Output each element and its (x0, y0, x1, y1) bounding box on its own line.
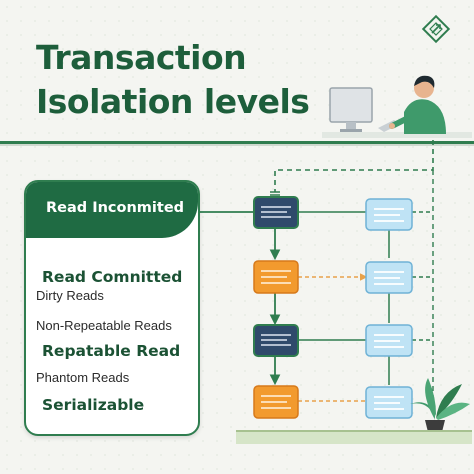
primary-node-4 (253, 385, 299, 419)
secondary-node-3 (365, 324, 413, 357)
secondary-node-1 (365, 198, 413, 231)
plant-leaf-4 (425, 378, 436, 418)
secondary-node-4 (365, 386, 413, 419)
developer-hand (389, 123, 395, 129)
plant-leaf-2 (436, 384, 462, 418)
legend-item-read-committed: Read Comnitted (42, 268, 183, 286)
legend-item-repeatable-read: Repatable Read (42, 342, 181, 360)
monitor-stand (346, 122, 356, 130)
primary-node-1 (253, 196, 299, 229)
desk-top (322, 132, 472, 138)
isolation-legend-card: Read Inconmited Read Comnitted Dirty Rea… (24, 180, 200, 436)
title-line-2: Isolation levels (36, 82, 310, 121)
developer-hair (414, 75, 435, 88)
header-divider (0, 141, 474, 144)
primary-node-3 (253, 324, 299, 357)
legend-header-title: Read Inconmited (46, 200, 185, 216)
legend-item-non-repeatable-reads: Non-Repeatable Reads (36, 318, 172, 333)
primary-node-2 (253, 260, 299, 294)
developer-shirt (404, 99, 446, 134)
link-tick (270, 191, 280, 196)
developer-at-computer-illustration (322, 75, 472, 138)
page-title: Transaction Isolation levels (36, 36, 310, 124)
plant-pot (425, 420, 445, 432)
ground-shelf (236, 430, 472, 444)
title-line-1: Transaction (36, 38, 247, 77)
monitor (329, 87, 373, 123)
developer-link (274, 140, 434, 192)
header-divider-shadow (0, 144, 474, 146)
legend-item-phantom-reads: Phantom Reads (36, 370, 130, 385)
potted-plant-illustration (410, 378, 470, 432)
secondary-node-2 (365, 261, 413, 294)
monitor-base (340, 129, 362, 132)
legend-header: Read Inconmited (26, 182, 198, 238)
logo-icon (421, 14, 451, 44)
plant-leaf-3 (436, 402, 470, 420)
legend-item-serializable: Serializable (42, 396, 145, 414)
legend-item-dirty-reads: Dirty Reads (36, 288, 104, 303)
row-links (298, 211, 368, 402)
